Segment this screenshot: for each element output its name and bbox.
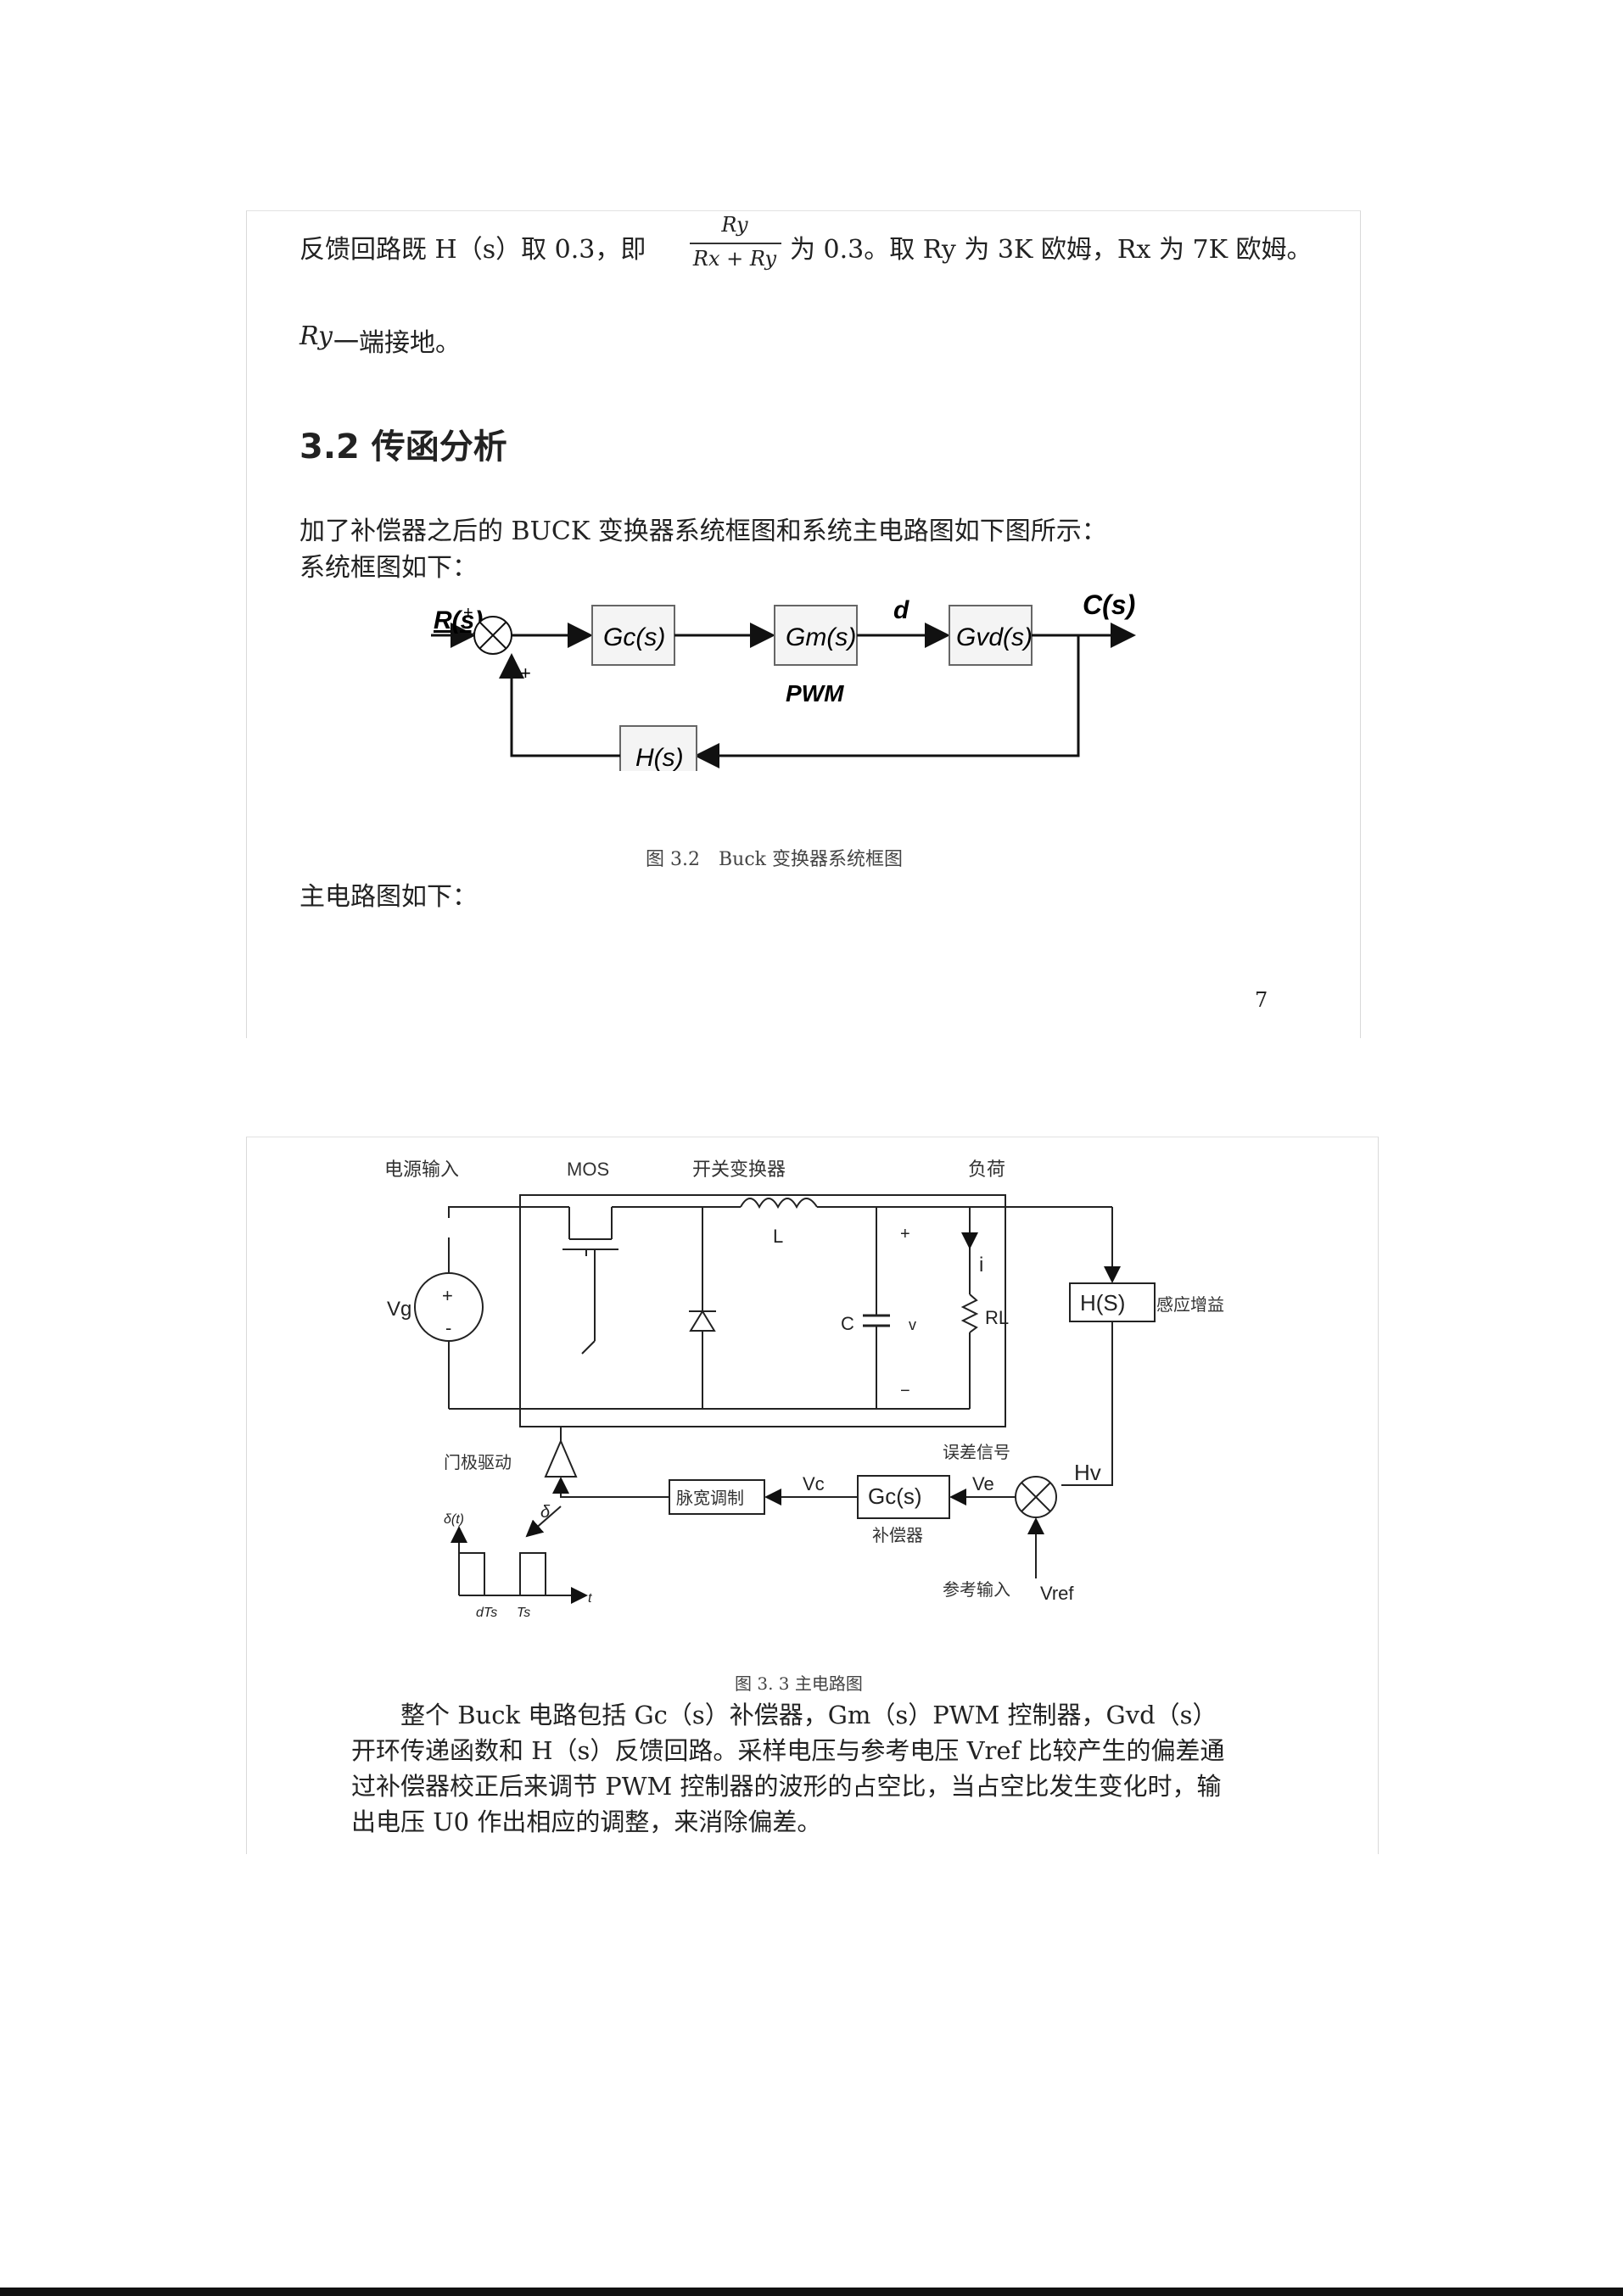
converter-box (519, 1194, 1006, 1427)
pwm-block-label: 脉宽调制 (676, 1489, 744, 1508)
gcs-label: Gc(s) (868, 1483, 922, 1509)
vg-label: Vg (387, 1298, 411, 1321)
summing-plus-bottom: + (520, 662, 531, 684)
resistor-label: RL (985, 1307, 1009, 1328)
delta-arrow (525, 1506, 562, 1538)
ve-label: Ve (972, 1473, 994, 1494)
pwm-label: PWM (786, 680, 844, 707)
fraction-numerator: Ry (721, 213, 748, 237)
hs-label: H(S) (1080, 1290, 1125, 1316)
section-heading: 3.2 传函分析 (299, 427, 507, 466)
delta-label: δ (540, 1503, 551, 1522)
bottom-edge-bar (0, 2288, 1623, 2296)
waveform-ts-label: Ts (517, 1606, 530, 1620)
ref-input-label: 参考输入 (943, 1580, 1010, 1600)
mosfet-symbol (562, 1207, 618, 1355)
fraction-denominator: Rx + Ry (692, 247, 777, 271)
intro-text: 加了补偿器之后的 BUCK 变换器系统框图和系统主电路图如下图所示： (299, 517, 1107, 546)
gvd-block (949, 605, 1033, 666)
feedback-return (499, 653, 620, 757)
voltage-label: v (909, 1316, 916, 1333)
top-wire-left (448, 1206, 569, 1218)
power-input-label: 电源输入 (384, 1159, 459, 1180)
mos-label: MOS (567, 1159, 609, 1180)
resistor-symbol (960, 1293, 979, 1333)
feedback-path (694, 635, 1080, 768)
gc-label: Gc(s) (603, 623, 665, 651)
formula-line-suffix: 为 0.3。取 Ry 为 3K 欧姆，Rx 为 7K 欧姆。 (790, 235, 1312, 265)
figure-caption-3-3: 图 3. 3 主电路图 (735, 1673, 863, 1694)
switch-converter-label: 开关变换器 (692, 1159, 786, 1180)
error-signal-label: 误差信号 (943, 1443, 1010, 1462)
waveform-pulses (458, 1552, 546, 1596)
main-circuit-diagram: 电源输入 MOS 开关变换器 负荷 Vg + - L i C v + − RL … (384, 1159, 1224, 1620)
figure-caption-3-2: 图 3.2 Buck 变换器系统框图 (646, 849, 903, 870)
load-label: 负荷 (968, 1159, 1005, 1180)
waveform-dts-label: dTs (476, 1606, 497, 1620)
gvd-label: Gvd(s) (956, 623, 1033, 651)
main-circuit-intro: 主电路图如下： (299, 882, 478, 912)
cap-plus: + (900, 1225, 910, 1243)
voltage-source-symbol (414, 1237, 484, 1349)
inductor-symbol (740, 1198, 818, 1209)
capacitor-label: C (841, 1313, 854, 1334)
cap-minus: − (900, 1382, 910, 1400)
duty-signal-label: d (893, 596, 909, 624)
waveform-delta-t-label: δ(t) (444, 1512, 464, 1527)
current-label: i (979, 1254, 983, 1276)
gate-driver-symbol (544, 1438, 578, 1478)
output-label: C(s) (1083, 589, 1135, 620)
summing-junction (473, 616, 512, 655)
hv-wire (1061, 1321, 1113, 1486)
pwm-to-driver (552, 1477, 669, 1498)
inductor-label: L (773, 1226, 783, 1247)
diode-symbol (689, 1310, 716, 1332)
source-minus: - (445, 1317, 451, 1338)
waveform-t-label: t (588, 1591, 592, 1606)
source-plus: + (442, 1285, 453, 1306)
summary-paragraph: 整个 Buck 电路包括 Gc（s）补偿器，Gm（s）PWM 控制器，Gvd（s… (351, 1701, 1225, 1836)
document-page-1: 反馈回路既 H（s）取 0.3，即 Ry Rx + Ry 为 0.3。取 Ry … (246, 210, 1361, 1038)
vref-label: Vref (1040, 1583, 1074, 1604)
sensor-gain-label: 感应增益 (1156, 1295, 1224, 1315)
h-block (619, 725, 697, 771)
page-number: 7 (1255, 988, 1268, 1012)
h-label: H(s) (635, 744, 684, 771)
gate-drive-label: 门极驱动 (444, 1453, 512, 1472)
grounding-text: 一端接地。 (333, 328, 461, 358)
gm-label: Gm(s) (786, 623, 856, 651)
document-page-2: 电源输入 MOS 开关变换器 负荷 Vg + - L i C v + − RL … (246, 1137, 1379, 1854)
capacitor-symbol (863, 1314, 890, 1327)
hv-label: Hv (1074, 1460, 1101, 1485)
diagram-intro-text: 系统框图如下： (299, 553, 478, 583)
block-diagram: R(s) + Gc(s) Gm(s) d Gvd(s) C(s) PWM H(s… (431, 589, 1136, 771)
vc-label: Vc (803, 1473, 825, 1494)
summing-plus-top: + (463, 604, 473, 623)
compensator-label: 补偿器 (872, 1526, 923, 1545)
fraction-bar (690, 243, 781, 244)
ry-variable: Ry (299, 321, 333, 351)
formula-line-prefix: 反馈回路既 H（s）取 0.3，即 (299, 235, 646, 265)
